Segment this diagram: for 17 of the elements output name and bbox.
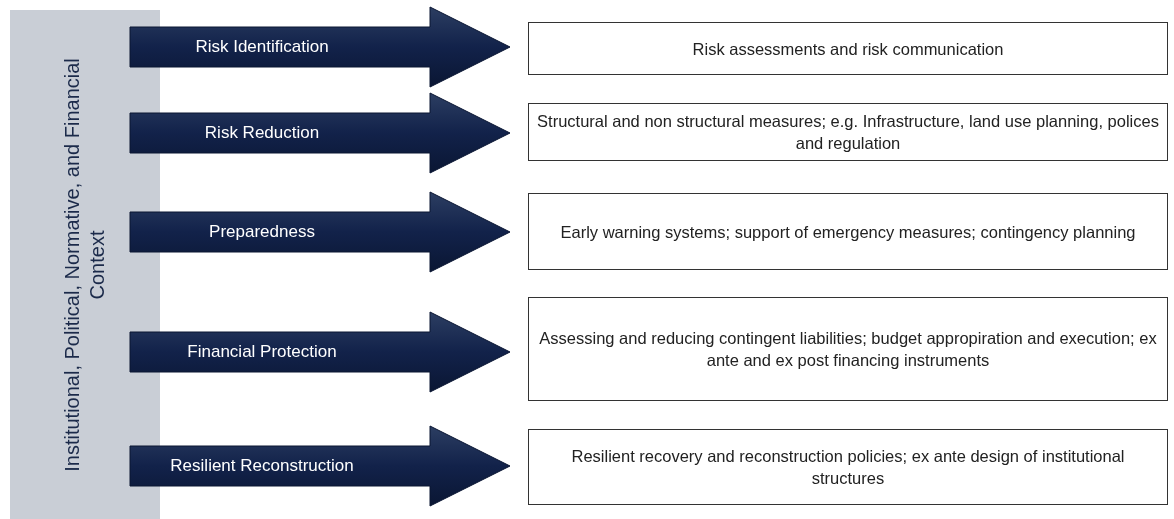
description-text: Risk assessments and risk communication <box>692 38 1004 60</box>
stage-label: Risk Reduction <box>204 123 320 143</box>
description-text: Structural and non structural measures; e.g. Infrastructure, land use planning, polices and regulation <box>537 111 1159 154</box>
description-text: Assessing and reducing contingent liabilities; budget appropiration and execution; ex ante and ex post financing instruments <box>538 328 1158 371</box>
description-box <box>528 193 1168 270</box>
description-box <box>528 297 1168 401</box>
description-box <box>528 429 1168 505</box>
description-box <box>528 22 1168 75</box>
context-band <box>10 10 160 519</box>
description-box <box>528 103 1168 161</box>
context-label: Institutional, Political, Normative, and Financial Context <box>60 56 109 474</box>
stage-label: Preparedness <box>209 222 315 242</box>
description-text: Early warning systems; support of emergency measures; contingency planning <box>560 221 1136 243</box>
stage-label: Financial Protection <box>187 342 337 362</box>
stage-label: Resilient Reconstruction <box>170 456 354 476</box>
description-text: Resilient recovery and reconstruction policies; ex ante design of institutional structures <box>570 446 1126 489</box>
stage-label: Risk Identification <box>195 37 329 57</box>
